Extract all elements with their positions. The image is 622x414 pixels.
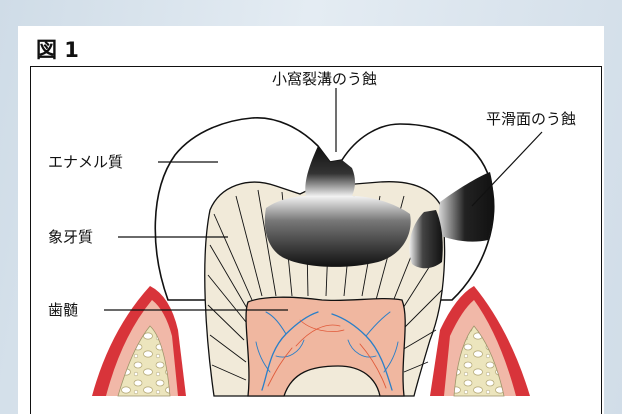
label-dentin: 象牙質 — [48, 226, 93, 247]
left-gum — [92, 286, 186, 396]
label-pulp: 歯髄 — [48, 299, 78, 320]
label-smooth-surface-caries: 平滑面のう蝕 — [486, 108, 576, 129]
label-pit-fissure-caries: 小窩裂溝のう蝕 — [272, 68, 377, 89]
pit-fissure-caries-dentin — [265, 196, 411, 267]
right-gum — [430, 286, 530, 396]
label-enamel: エナメル質 — [48, 151, 123, 172]
